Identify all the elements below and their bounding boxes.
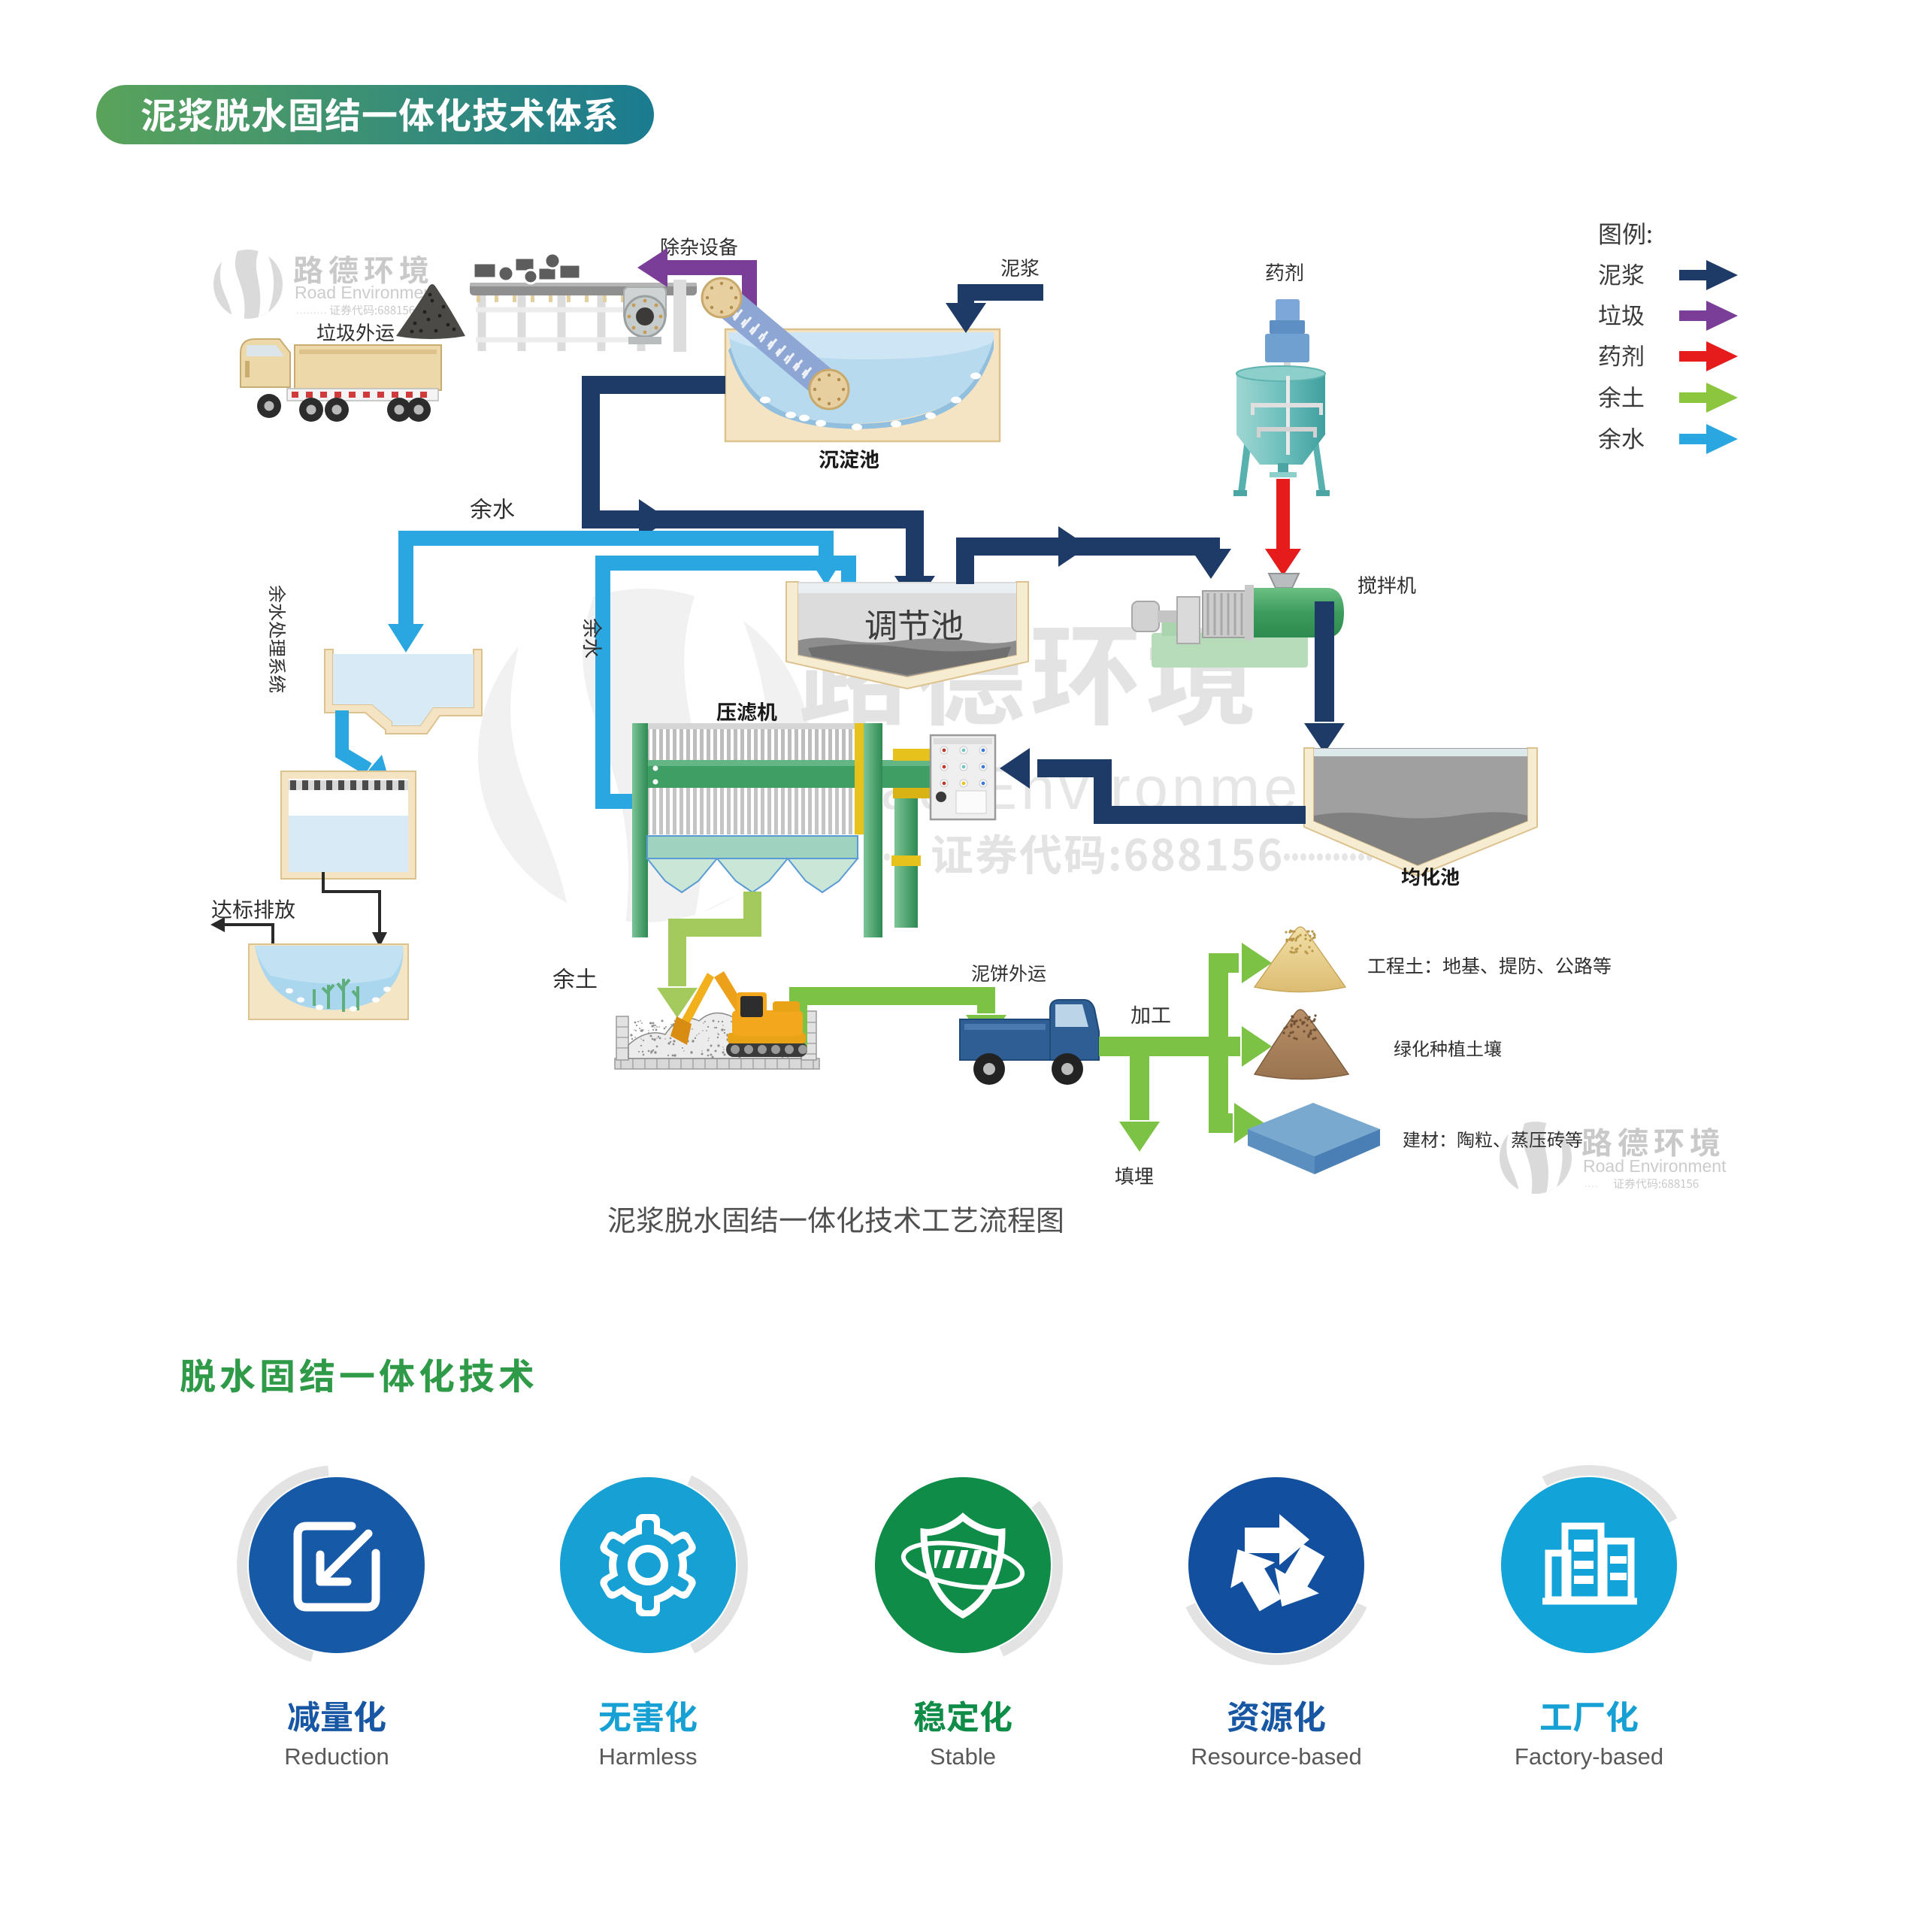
svg-text:Stable: Stable [930,1743,996,1770]
svg-text:....: .... [1584,1178,1598,1189]
svg-text:Harmless: Harmless [599,1743,698,1770]
svg-text:Reduction: Reduction [284,1743,389,1770]
svg-text:Road Environment: Road Environment [1583,1156,1727,1176]
svg-text:.........: ......... [296,304,328,316]
svg-text:Resource-based: Resource-based [1191,1743,1361,1770]
svg-text:Factory-based: Factory-based [1515,1743,1663,1770]
svg-text:Road Environment: Road Environment [295,283,438,302]
